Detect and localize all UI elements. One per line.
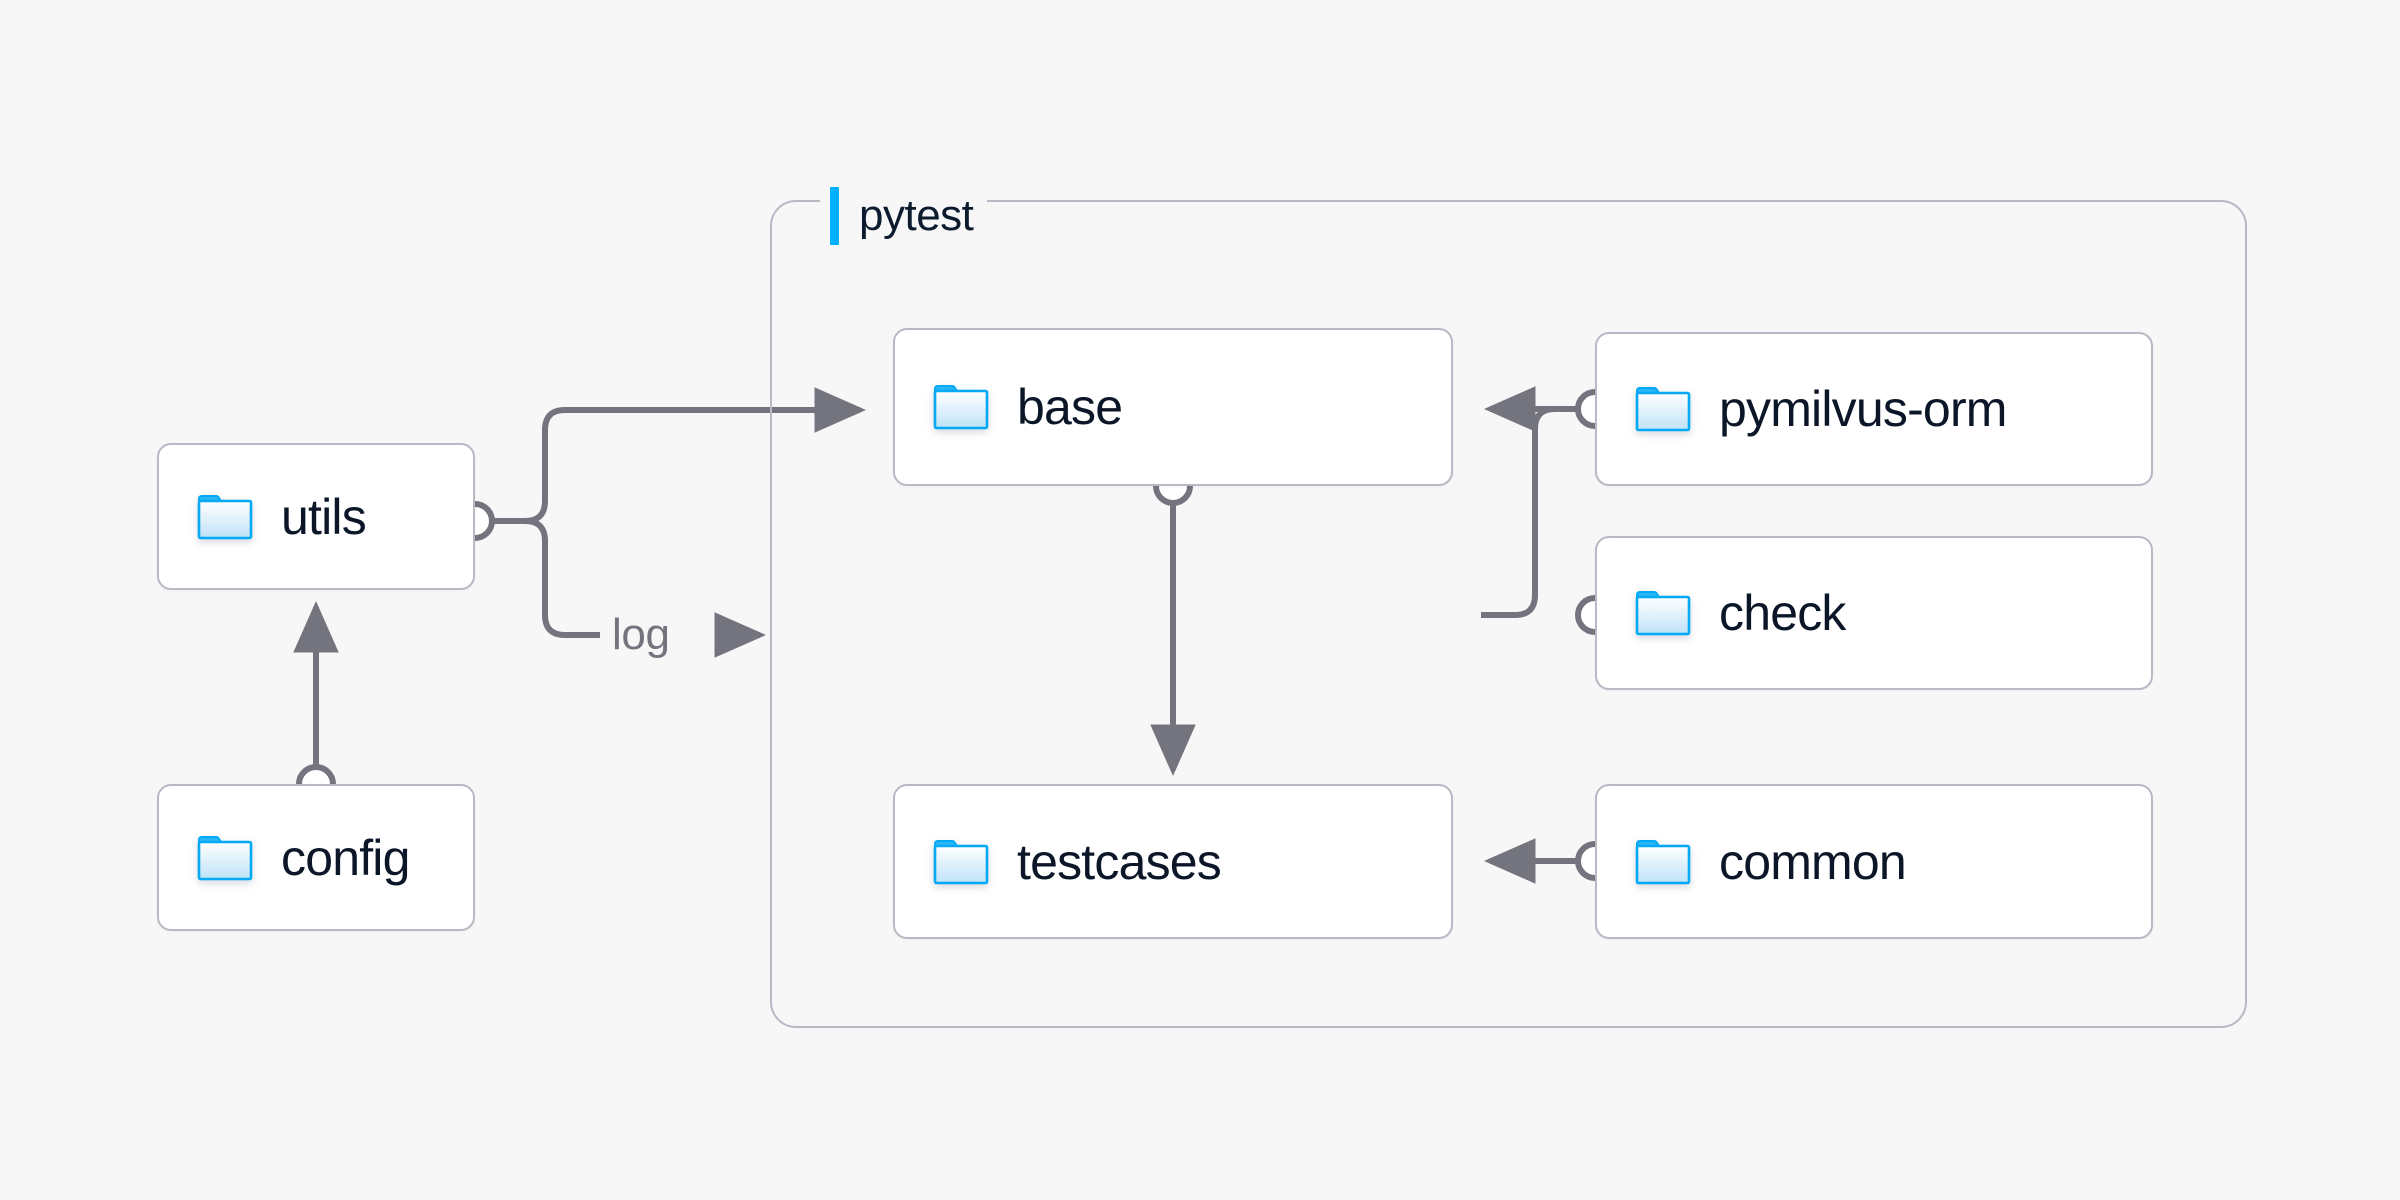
node-config[interactable]: config (157, 784, 475, 931)
node-utils[interactable]: utils (157, 443, 475, 590)
folder-icon (197, 834, 253, 882)
node-label: pymilvus-orm (1719, 381, 2007, 437)
group-accent-bar (830, 187, 839, 245)
node-label: config (281, 829, 410, 886)
edge-config-to-utils (293, 600, 339, 804)
node-common[interactable]: common (1595, 784, 2153, 939)
group-label-pytest: pytest (820, 186, 988, 246)
node-testcases[interactable]: testcases (893, 784, 1453, 939)
folder-icon (1635, 589, 1691, 637)
node-label: utils (281, 488, 367, 545)
node-pymilvus-orm[interactable]: pymilvus-orm (1595, 332, 2153, 486)
edge-label-log: log (600, 613, 682, 657)
node-check[interactable]: check (1595, 536, 2153, 690)
node-base[interactable]: base (893, 328, 1453, 486)
folder-icon (1635, 838, 1691, 886)
node-label: base (1017, 379, 1123, 435)
folder-icon (933, 838, 989, 886)
folder-icon (197, 493, 253, 541)
folder-icon (933, 383, 989, 431)
folder-icon (1635, 385, 1691, 433)
node-label: check (1719, 585, 1846, 641)
group-title-text: pytest (859, 191, 974, 240)
node-label: common (1719, 833, 1907, 890)
group-container-pytest (770, 200, 2247, 1028)
node-label: testcases (1017, 833, 1222, 890)
